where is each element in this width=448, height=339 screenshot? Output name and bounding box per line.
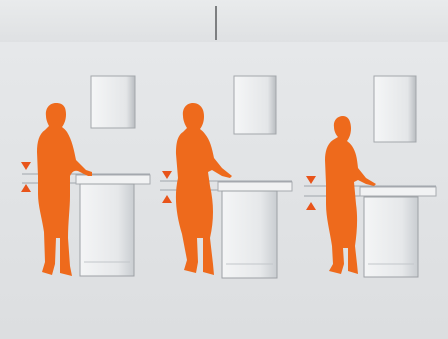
- height-marker-down: [21, 162, 31, 170]
- height-marker-up: [306, 202, 316, 210]
- wall-cabinet: [91, 76, 135, 128]
- worktop: [360, 187, 436, 196]
- wall-cabinet: [374, 76, 416, 142]
- height-marker-down: [162, 171, 172, 179]
- wall-cabinet: [234, 76, 276, 134]
- station-short: [304, 76, 436, 277]
- station-medium: [160, 76, 292, 278]
- base-cabinet: [222, 191, 277, 278]
- height-marker-down: [306, 176, 316, 184]
- base-cabinet: [364, 197, 418, 277]
- worktop: [76, 175, 150, 184]
- worktop: [218, 182, 292, 191]
- station-tall: [21, 76, 150, 276]
- height-marker-up: [21, 184, 31, 192]
- height-marker-up: [162, 195, 172, 203]
